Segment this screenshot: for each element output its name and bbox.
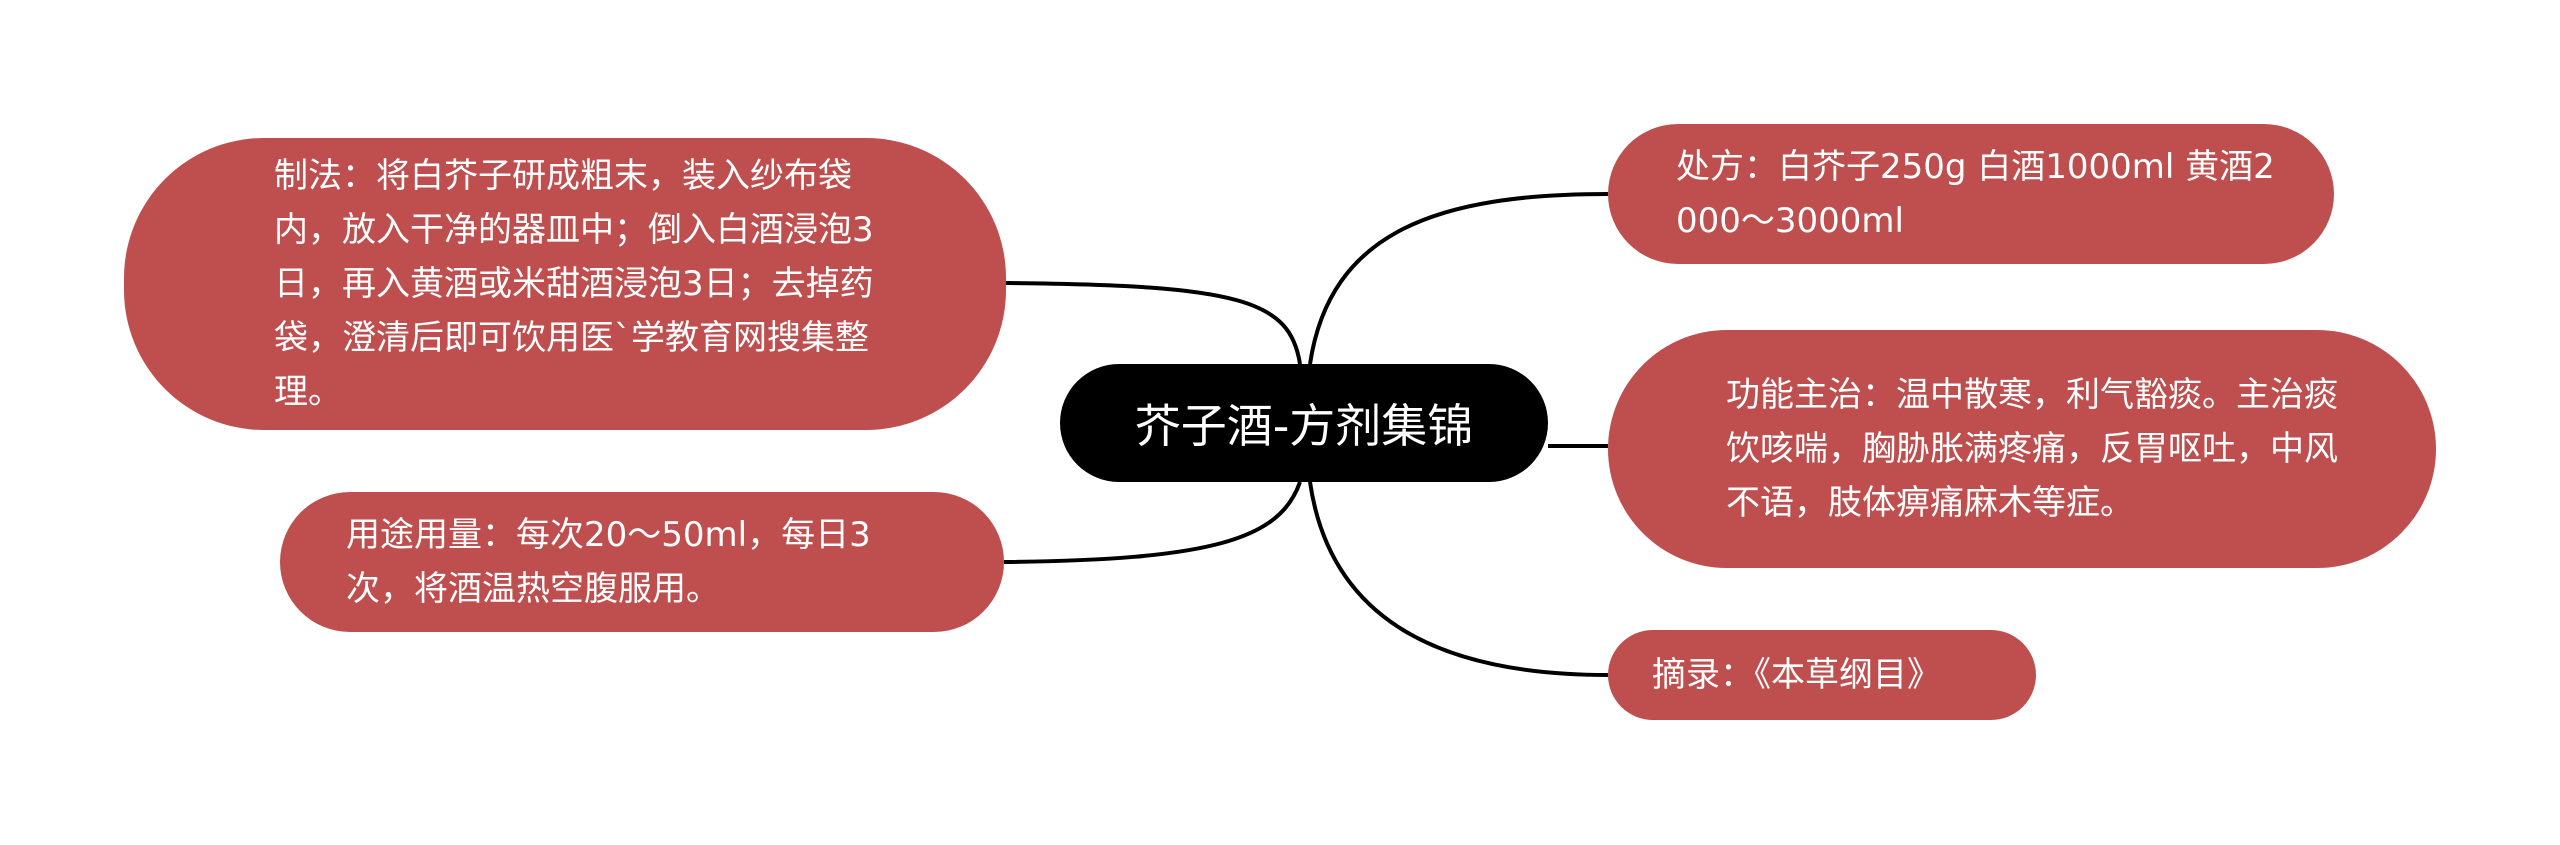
connector-source <box>1308 481 1609 677</box>
connector-dosage <box>1003 481 1302 564</box>
branch-recipe-text: 处方：白芥子250g 白酒1000ml 黄酒2000～3000ml <box>1676 147 2275 241</box>
branch-function-text: 功能主治：温中散寒，利气豁痰。主治痰饮咳喘，胸胁胀满疼痛，反胃呕吐，中风不语，肢… <box>1726 375 2338 523</box>
branch-node-method[interactable]: 制法：将白芥子研成粗末，装入纱布袋内，放入干净的器皿中；倒入白酒浸泡3日，再入黄… <box>124 138 1006 430</box>
branch-method-text: 制法：将白芥子研成粗末，装入纱布袋内，放入干净的器皿中；倒入白酒浸泡3日，再入黄… <box>274 156 874 412</box>
branch-dosage-text: 用途用量：每次20～50ml，每日3次，将酒温热空腹服用。 <box>346 515 871 609</box>
branch-source-text: 摘录：《本草纲目》 <box>1652 655 1941 695</box>
branch-node-dosage[interactable]: 用途用量：每次20～50ml，每日3次，将酒温热空腹服用。 <box>280 492 1004 632</box>
root-node[interactable]: 芥子酒-方剂集锦 <box>1060 364 1548 482</box>
branch-node-function[interactable]: 功能主治：温中散寒，利气豁痰。主治痰饮咳喘，胸胁胀满疼痛，反胃呕吐，中风不语，肢… <box>1608 330 2436 568</box>
connector-recipe <box>1308 192 1609 365</box>
connector-method <box>1005 281 1302 365</box>
branch-node-recipe[interactable]: 处方：白芥子250g 白酒1000ml 黄酒2000～3000ml <box>1608 124 2334 264</box>
root-title: 芥子酒-方剂集锦 <box>1134 399 1474 453</box>
branch-node-source[interactable]: 摘录：《本草纲目》 <box>1608 630 2036 720</box>
